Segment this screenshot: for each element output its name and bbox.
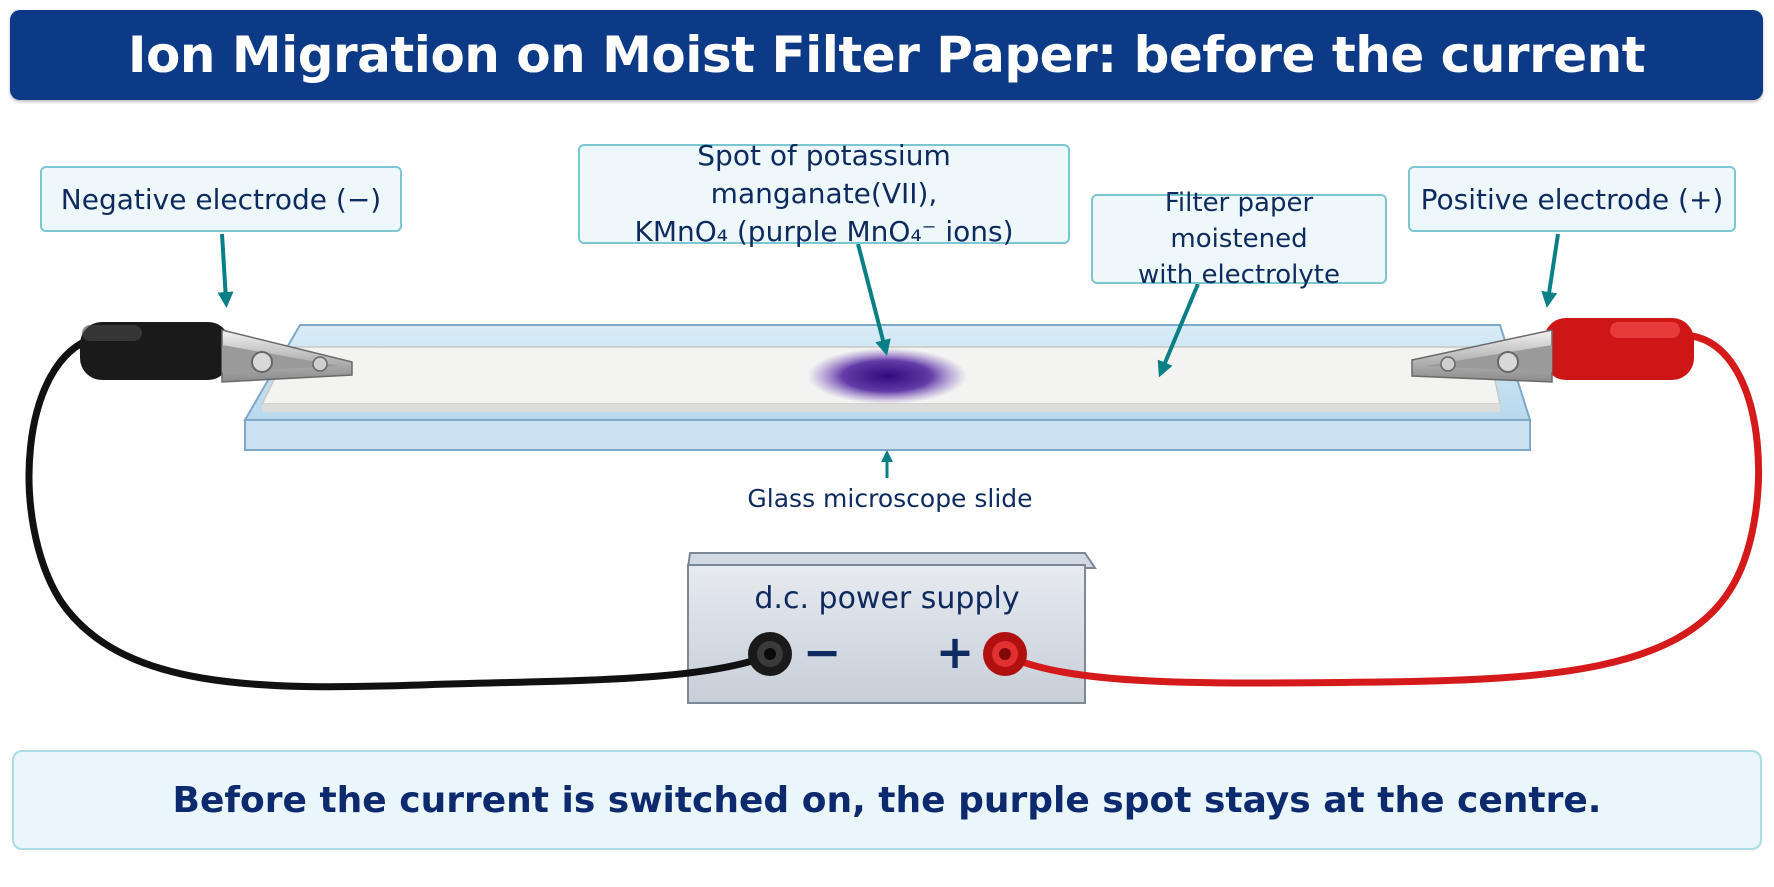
negative-terminal [748,632,792,676]
positive-terminal [983,632,1027,676]
spot-label-line2: KMnO₄ (purple MnO₄⁻ ions) [634,215,1014,248]
positive-electrode-arrow [1541,233,1560,308]
caption-box: Before the current is switched on, the p… [12,750,1762,850]
caption-text: Before the current is switched on, the p… [172,779,1602,821]
diagram-title: Ion Migration on Moist Filter Paper: bef… [127,26,1646,84]
power-supply-label: d.c. power supply [754,581,1019,616]
power-supply-box [686,552,1097,704]
positive-crocodile-clip [1411,318,1694,383]
kmno4-spot [807,348,967,404]
filter-label-line2: with electrolyte [1138,260,1340,290]
filter-label-line1: Filter paper moistened [1164,188,1314,254]
filter-paper-arrow [1157,283,1200,378]
negative-electrode-arrow [217,233,234,308]
negative-symbol: − [803,625,842,679]
glass-slide-label: Glass microscope slide [747,484,1033,513]
negative-electrode-callout: Negative electrode (−) [40,166,402,232]
negative-wire [25,334,774,691]
spot-arrow [856,243,891,356]
positive-electrode-label: Positive electrode (+) [1420,182,1724,216]
negative-crocodile-clip [80,322,353,383]
spot-label-line1: Spot of potassium manganate(VII), [697,139,951,210]
positive-electrode-callout: Positive electrode (+) [1408,166,1736,232]
filter-paper-callout: Filter paper moistened with electrolyte [1091,188,1387,290]
negative-electrode-label: Negative electrode (−) [60,182,382,216]
title-bar: Ion Migration on Moist Filter Paper: bef… [10,10,1763,100]
spot-callout: Spot of potassium manganate(VII), KMnO₄ … [578,139,1070,248]
positive-symbol: + [936,625,975,679]
positive-wire [1001,332,1763,687]
